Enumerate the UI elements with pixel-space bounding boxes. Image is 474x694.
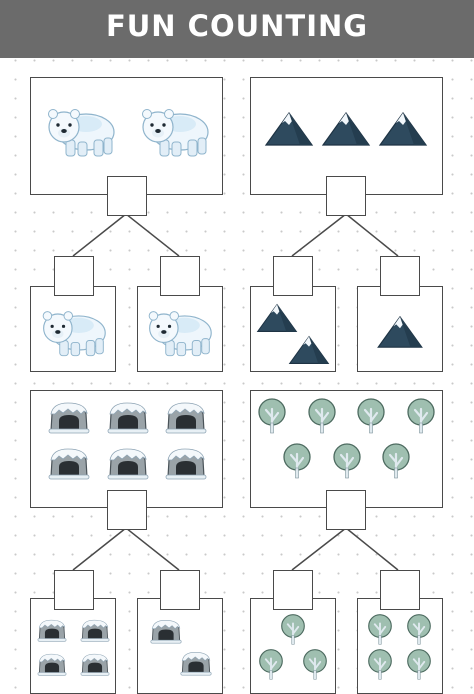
cave-total-answer-box[interactable]	[107, 490, 147, 530]
snowy-tree-icon	[307, 397, 337, 435]
snowy-tree-icon	[406, 648, 432, 681]
polar-bear-icon	[42, 311, 106, 357]
ice-cave-icon	[107, 448, 149, 480]
page-title: FUN COUNTING	[105, 9, 369, 43]
mountain-icon	[379, 112, 427, 146]
ice-cave-icon	[107, 402, 149, 434]
cave-left-box	[30, 598, 116, 694]
tree-right-answer-box[interactable]	[380, 570, 420, 610]
tree-left-box	[250, 598, 336, 694]
cave-right-answer-box[interactable]	[160, 570, 200, 610]
ice-cave-icon	[37, 653, 67, 676]
snowy-tree-icon	[381, 442, 411, 480]
snowy-tree-icon	[258, 648, 284, 681]
mountain-total-answer-box[interactable]	[326, 176, 366, 216]
polar-bear-total-answer-box[interactable]	[107, 176, 147, 216]
ice-cave-icon	[48, 448, 90, 480]
snowy-tree-icon	[406, 613, 432, 646]
snowy-tree-icon	[406, 397, 436, 435]
ice-cave-icon	[165, 402, 207, 434]
polar-bear-icon	[148, 311, 212, 357]
tree-total-answer-box[interactable]	[326, 490, 366, 530]
mountain-icon	[265, 112, 313, 146]
snowy-tree-icon	[356, 397, 386, 435]
mountain-icon	[257, 304, 297, 332]
mountain-left-answer-box[interactable]	[273, 256, 313, 296]
ice-cave-icon	[37, 619, 67, 642]
snowy-tree-icon	[302, 648, 328, 681]
mountain-icon	[322, 112, 370, 146]
ice-cave-icon	[80, 619, 110, 642]
polar-bear-left-answer-box[interactable]	[54, 256, 94, 296]
header-banner	[0, 0, 474, 58]
polar-bear-right-answer-box[interactable]	[160, 256, 200, 296]
snowy-tree-icon	[367, 648, 393, 681]
mountain-icon	[377, 316, 423, 348]
polar-bear-icon	[141, 108, 209, 157]
ice-cave-icon	[48, 402, 90, 434]
snowy-tree-icon	[332, 442, 362, 480]
cave-left-answer-box[interactable]	[54, 570, 94, 610]
ice-cave-icon	[150, 619, 182, 644]
snowy-tree-icon	[257, 397, 287, 435]
ice-cave-icon	[180, 651, 212, 676]
ice-cave-icon	[165, 448, 207, 480]
mountain-right-answer-box[interactable]	[380, 256, 420, 296]
snowy-tree-icon	[280, 613, 306, 646]
mountain-icon	[289, 336, 329, 364]
tree-left-answer-box[interactable]	[273, 570, 313, 610]
snowy-tree-icon	[282, 442, 312, 480]
polar-bear-icon	[47, 108, 115, 157]
snowy-tree-icon	[367, 613, 393, 646]
ice-cave-icon	[80, 653, 110, 676]
cave-right-box	[137, 598, 223, 694]
